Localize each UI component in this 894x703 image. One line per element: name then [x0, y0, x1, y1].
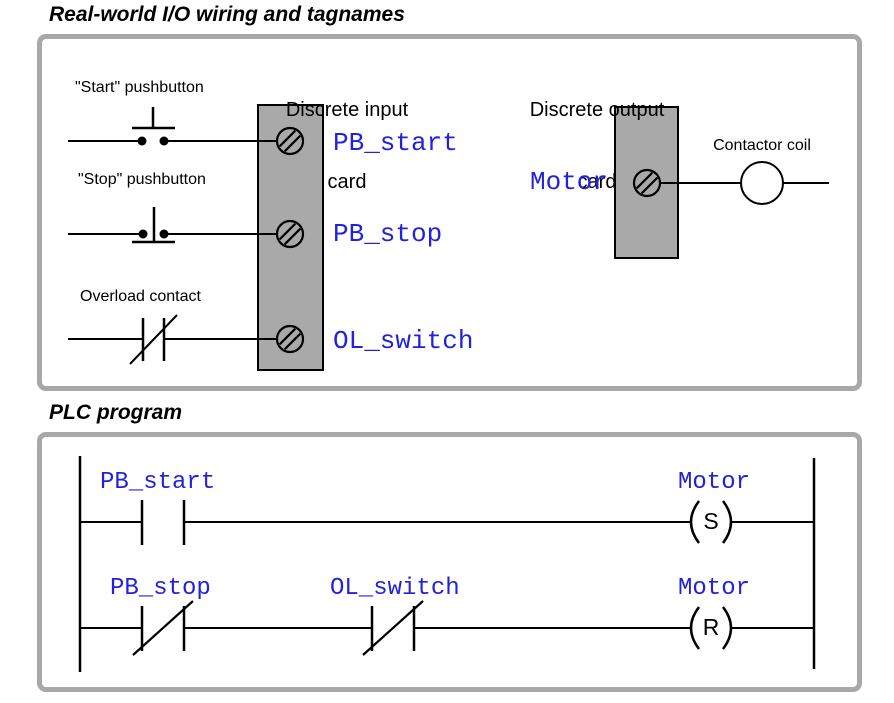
tagname-ol-switch: OL_switch [333, 326, 474, 356]
rung1-coil-letter: S [703, 508, 719, 534]
rung2-contact2-tag: OL_switch [330, 575, 460, 602]
rung2-coil-tag: Motor [678, 575, 751, 602]
tagname-motor: Motor [530, 167, 609, 197]
input-card-heading: Discrete input card [286, 50, 408, 242]
rung2-coil-letter: R [702, 614, 720, 640]
overload-contact-label: Overload contact [80, 288, 201, 305]
rung1-contact-tag: PB_start [100, 469, 216, 496]
plc-panel-title: PLC program [49, 401, 183, 424]
output-card-heading-line2: card [577, 171, 617, 193]
rung2-contact1-tag: PB_stop [110, 575, 211, 602]
tagname-pb-start: PB_start [333, 128, 458, 158]
rung1-coil-tag: Motor [678, 469, 751, 496]
contactor-coil-label: Contactor coil [713, 137, 811, 154]
wiring-panel-title: Real-world I/O wiring and tagnames [49, 3, 405, 26]
input-card-heading-line2: card [327, 171, 367, 193]
stop-pushbutton-label: "Stop" pushbutton [78, 171, 206, 188]
output-card-heading: Discrete output card [530, 50, 665, 242]
output-card-heading-line1: Discrete output [529, 99, 665, 121]
start-pushbutton-label: "Start" pushbutton [75, 79, 204, 96]
input-card-heading-line1: Discrete input [285, 99, 409, 121]
tagname-pb-stop: PB_stop [333, 219, 443, 249]
